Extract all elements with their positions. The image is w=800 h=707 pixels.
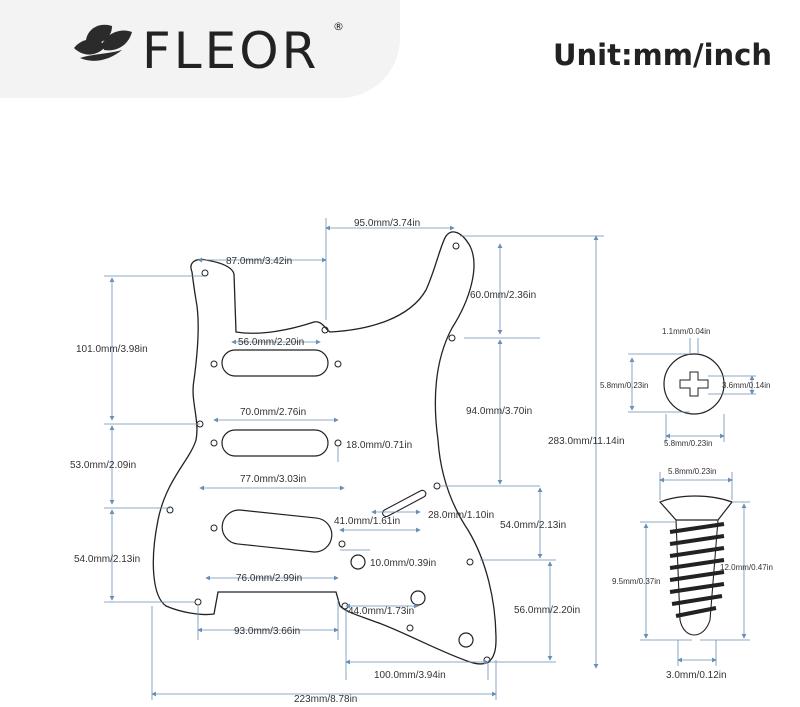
dim-70: 70.0mm/2.76in	[240, 407, 306, 418]
dim-56-right: 56.0mm/2.20in	[514, 605, 580, 616]
dim-54-right: 54.0mm/2.13in	[500, 520, 566, 531]
neck-pickup-cutout	[221, 349, 329, 377]
dim-283: 283.0mm/11.14in	[548, 436, 625, 447]
header-banner	[0, 0, 400, 98]
pot-holes	[350, 554, 474, 648]
middle-pickup-cutout	[221, 429, 329, 457]
screw-slot-width: 1.1mm/0.04in	[662, 327, 710, 336]
dim-223: 223mm/8.78in	[294, 694, 357, 705]
screw-holes	[166, 242, 491, 664]
dim-100: 100.0mm/3.94in	[374, 670, 446, 681]
leaf-logo-icon	[74, 24, 132, 61]
screw-head-height: 5.8mm/0.23in	[600, 381, 648, 390]
dim-54-left: 54.0mm/2.13in	[74, 554, 140, 565]
dim-101: 101.0mm/3.98in	[76, 344, 148, 355]
screw-total-length: 12.0mm/0.47in	[720, 563, 773, 572]
switch-slot	[382, 489, 427, 518]
dim-77: 77.0mm/3.03in	[240, 474, 306, 485]
dim-18: 18.0mm/0.71in	[346, 440, 412, 451]
screw-head-diameter: 5.8mm/0.23in	[668, 467, 716, 476]
screw-head-width: 5.8mm/0.23in	[664, 439, 712, 448]
pickguard-outline	[152, 231, 497, 665]
brand-name: FLEOR	[142, 22, 320, 80]
dim-53: 53.0mm/2.09in	[70, 460, 136, 471]
dim-44: 44.0mm/1.73in	[348, 606, 414, 617]
dim-10: 10.0mm/0.39in	[370, 558, 436, 569]
bridge-pickup-cutout	[221, 509, 333, 553]
dim-95: 95.0mm/3.74in	[354, 218, 420, 229]
dimension-lines	[104, 218, 604, 700]
screw-shank-diameter: 3.0mm/0.12in	[666, 670, 727, 681]
unit-label: Unit:mm/inch	[552, 38, 772, 72]
dimension-labels: 95.0mm/3.74in 87.0mm/3.42in 60.0mm/2.36i…	[70, 218, 625, 705]
registered-mark: ®	[333, 20, 344, 33]
dim-28: 28.0mm/1.10in	[428, 510, 494, 521]
dim-60: 60.0mm/2.36in	[470, 290, 536, 301]
screw-thread	[669, 522, 725, 618]
dim-56-top: 56.0mm/2.20in	[238, 337, 304, 348]
screw-side-view: 5.8mm/0.23in 9.5mm/0.37in 12.0mm/0.47in …	[612, 467, 773, 681]
screw-slot-length: 3.6mm/0.14in	[722, 381, 770, 390]
dim-76: 76.0mm/2.99in	[236, 573, 302, 584]
screw-thread-length: 9.5mm/0.37in	[612, 577, 660, 586]
dim-93: 93.0mm/3.66in	[234, 626, 300, 637]
dim-41: 41.0mm/1.61in	[334, 516, 400, 527]
dim-87: 87.0mm/3.42in	[226, 256, 292, 267]
screw-head-top-view: 1.1mm/0.04in 5.8mm/0.23in 3.6mm/0.14in 5…	[600, 327, 770, 448]
dim-94: 94.0mm/3.70in	[466, 406, 532, 417]
